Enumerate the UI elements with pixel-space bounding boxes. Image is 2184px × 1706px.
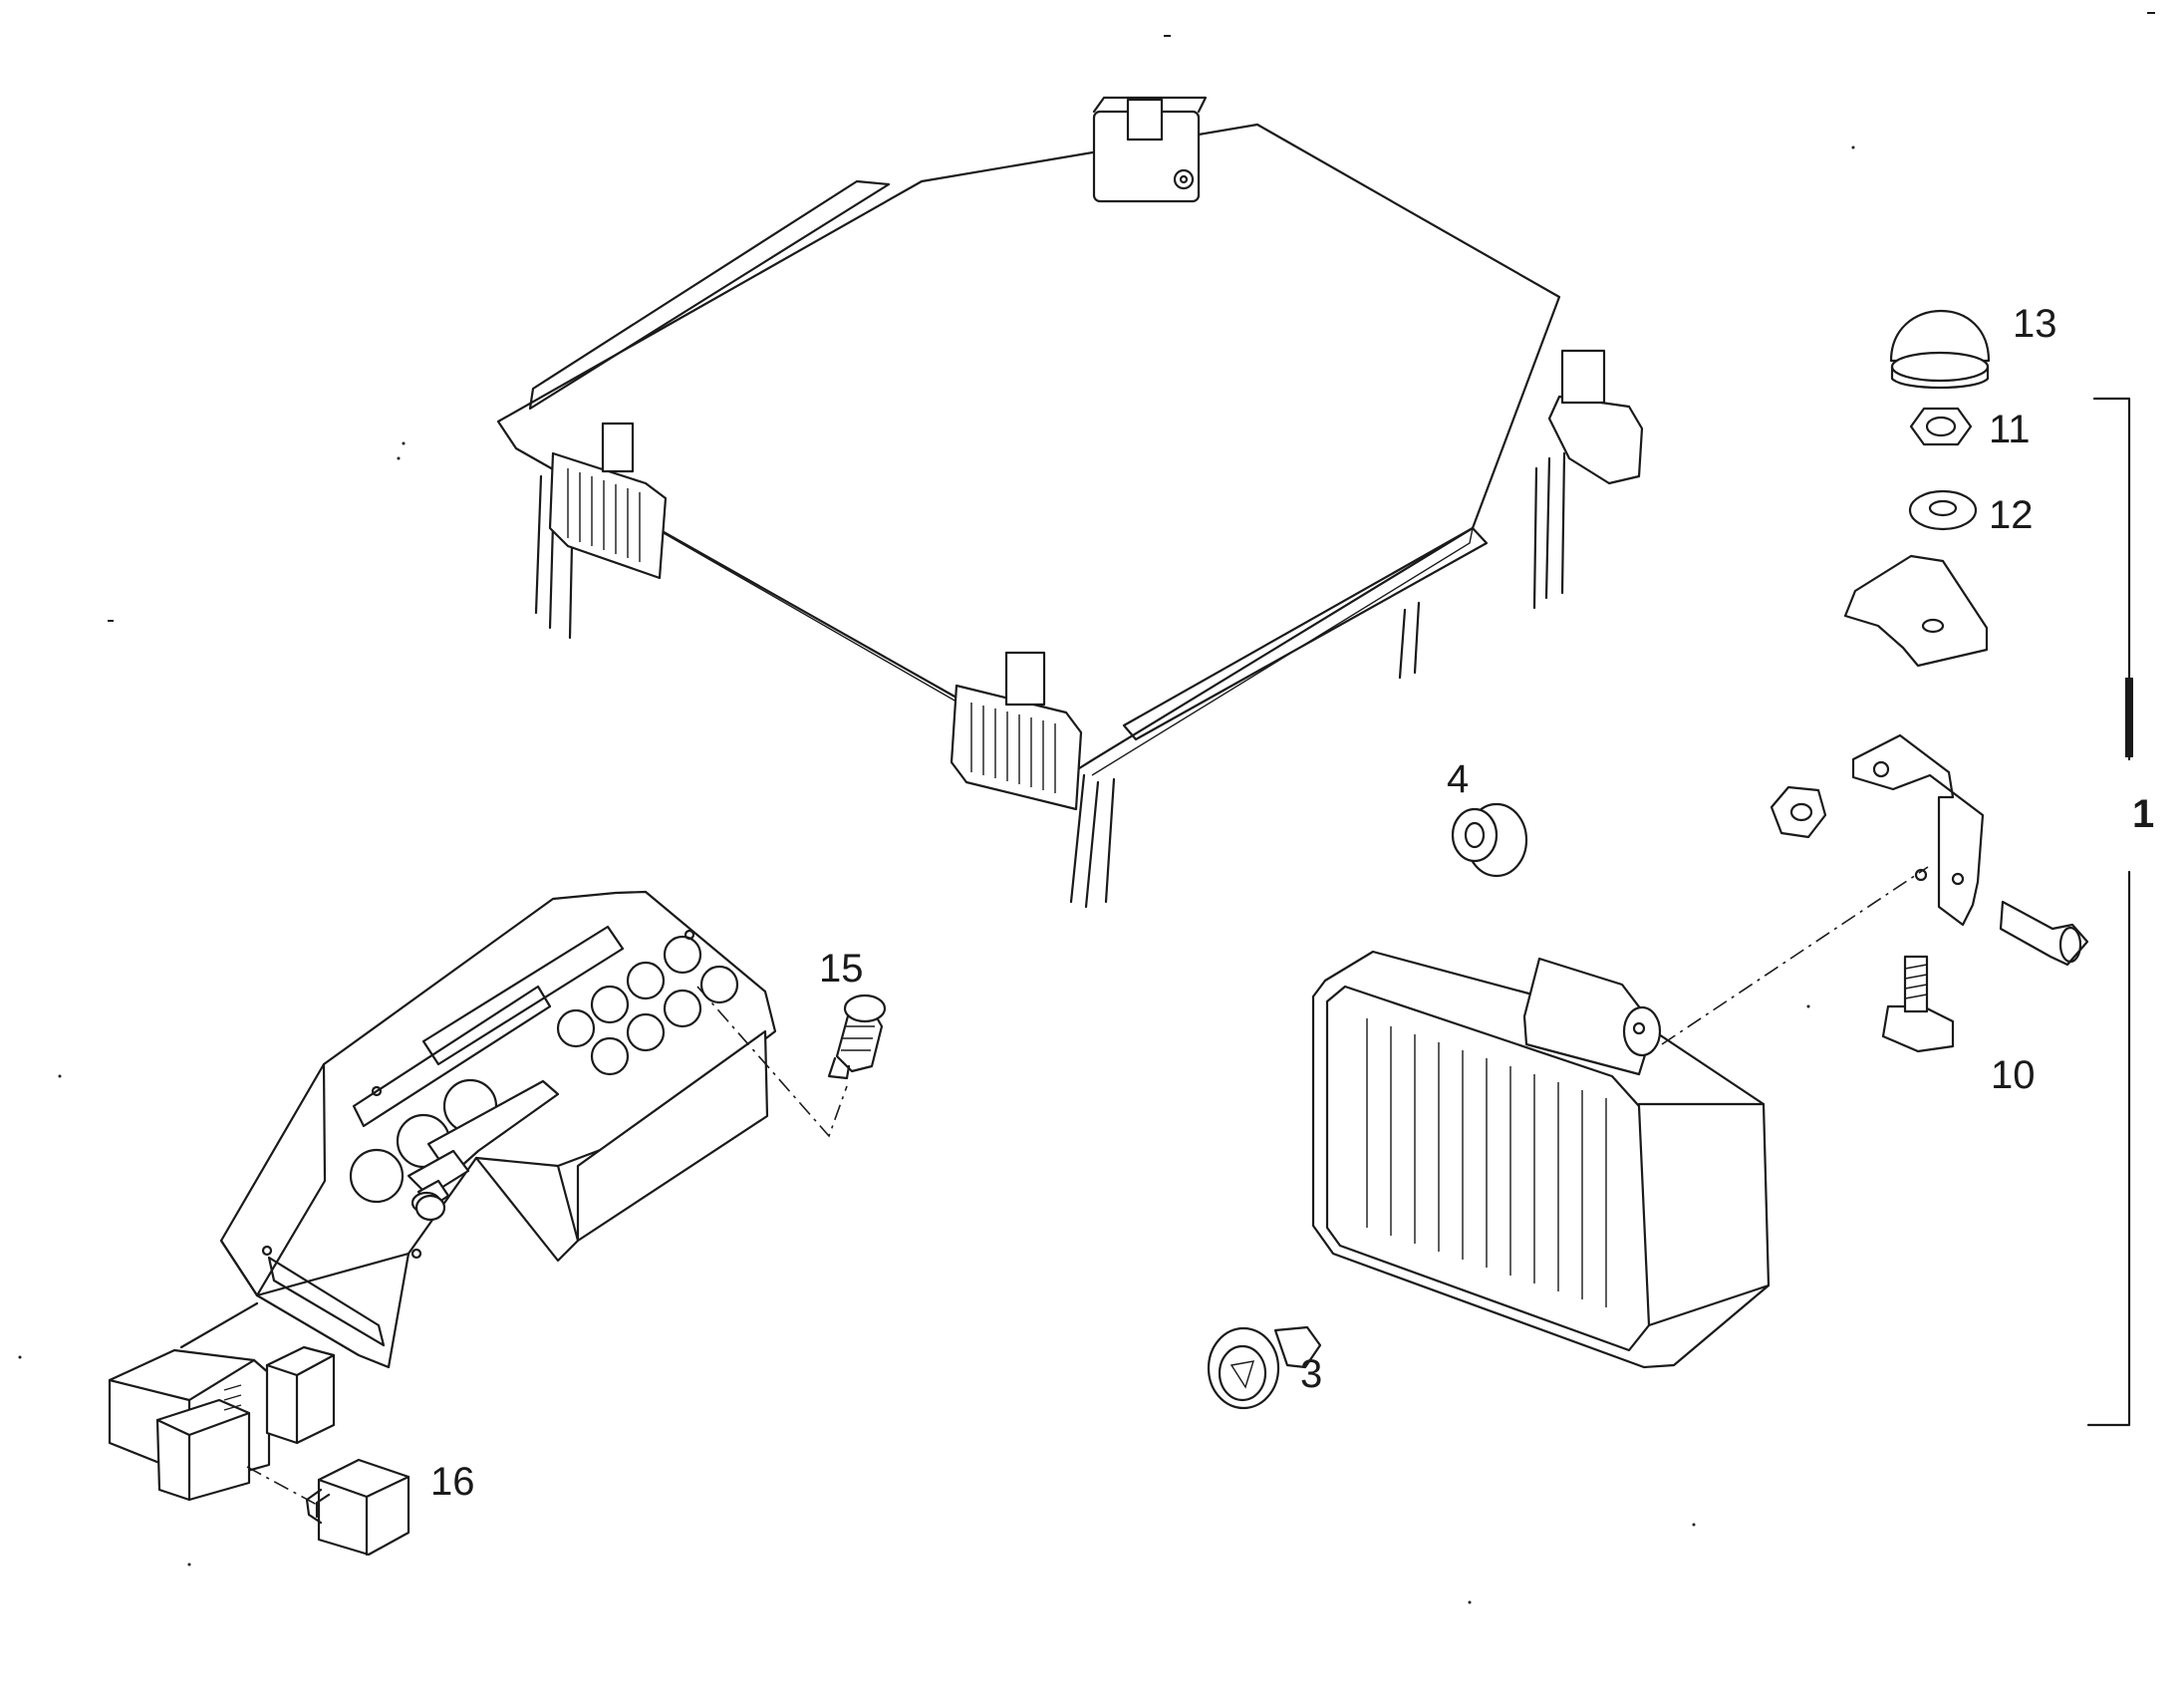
assembly-bracket	[2086, 397, 2131, 1427]
label-16: 16	[430, 1460, 475, 1504]
lamp-nut	[1770, 785, 1827, 839]
leader-line	[696, 986, 848, 1138]
lamp-mounting-bracket	[1851, 733, 1985, 927]
cab-roof-assembly	[496, 96, 1644, 909]
label-15: 15	[819, 947, 864, 991]
cap-nut	[1889, 309, 1991, 390]
label-12: 12	[1989, 493, 2034, 537]
bracket-bar	[2125, 678, 2133, 757]
label-10: 10	[1991, 1053, 2036, 1097]
grommet	[1451, 802, 1528, 878]
hex-nut	[1909, 407, 1973, 446]
roof-work-lamp	[548, 422, 668, 580]
scan-specks	[18, 12, 2155, 1604]
work-lamp	[1311, 950, 1771, 1369]
label-3: 3	[1300, 1352, 1322, 1396]
lamp-bulb	[1207, 1325, 1322, 1410]
label-1: 1	[2132, 792, 2154, 836]
leader-line	[1661, 866, 1929, 1045]
carriage-bolt	[1999, 900, 2089, 967]
switch-panel	[219, 890, 777, 1369]
t-bolt	[1881, 955, 1955, 1053]
label-13: 13	[2013, 302, 2057, 346]
washer	[1908, 489, 1978, 531]
relay	[305, 1458, 410, 1557]
label-4: 4	[1447, 757, 1469, 801]
label-11: 11	[1989, 408, 2031, 451]
leader-line	[246, 1466, 318, 1506]
relay-block	[108, 1301, 336, 1502]
rocker-switch	[827, 994, 887, 1080]
roof-work-lamp	[950, 651, 1083, 811]
roof-work-lamp	[1547, 349, 1644, 485]
roof-work-lamp	[1092, 96, 1208, 203]
mounting-plate	[1843, 554, 1989, 668]
